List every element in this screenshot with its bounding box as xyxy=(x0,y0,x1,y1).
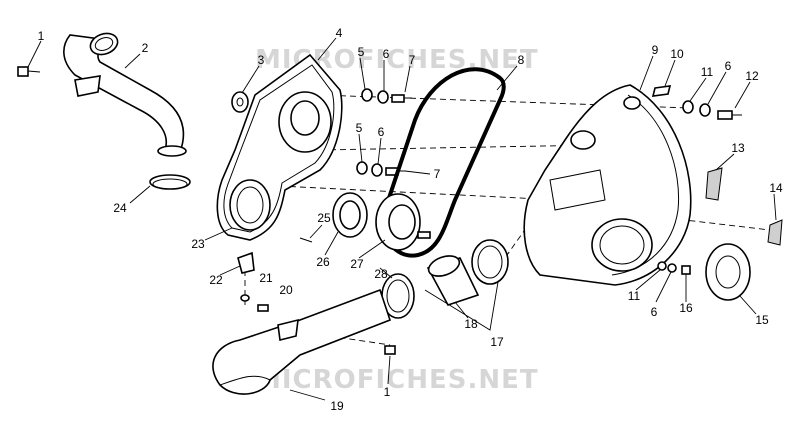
callout-5-lower: 5 xyxy=(356,121,363,135)
decal-part-10 xyxy=(651,85,672,97)
callout-21: 21 xyxy=(259,271,273,285)
bolt-part-20 xyxy=(257,304,269,312)
callout-28: 28 xyxy=(374,267,388,281)
clamp-part-17 xyxy=(471,239,509,285)
callout-labels: 1 2 3 4 5 6 7 8 9 10 11 6 12 5 6 7 13 14… xyxy=(38,26,783,413)
callout-16: 16 xyxy=(679,301,693,315)
callout-18: 18 xyxy=(464,317,478,331)
callout-14: 14 xyxy=(769,181,783,195)
callout-15: 15 xyxy=(755,313,769,327)
watermark-bottom: MICROFICHES.NET xyxy=(255,365,539,395)
callout-2: 2 xyxy=(142,41,149,55)
callout-26: 26 xyxy=(316,255,330,269)
callout-9: 9 xyxy=(652,43,659,57)
sleeve-part-18 xyxy=(426,255,480,306)
screw-part-25 xyxy=(299,237,313,243)
clamp-part-24 xyxy=(149,174,191,190)
washer-part-3 xyxy=(231,91,249,113)
callout-10: 10 xyxy=(670,47,684,61)
exhaust-duct-part-19 xyxy=(212,288,391,395)
callout-20: 20 xyxy=(279,283,293,297)
callout-1-top: 1 xyxy=(38,29,45,43)
callout-17: 17 xyxy=(490,335,504,349)
callout-6-top-right: 6 xyxy=(725,59,732,73)
inner-cover-part-4 xyxy=(216,53,343,241)
callout-11-upper: 11 xyxy=(701,65,714,79)
callout-27: 27 xyxy=(350,257,364,271)
nut-part-21 xyxy=(240,294,250,302)
callout-5-upper: 5 xyxy=(358,45,365,59)
bracket-part-22 xyxy=(237,251,255,274)
callout-7-lower: 7 xyxy=(434,167,441,181)
callout-24: 24 xyxy=(113,201,127,215)
callout-8: 8 xyxy=(518,53,525,67)
gasket-part-15 xyxy=(705,243,751,301)
callout-11-lower: 11 xyxy=(628,289,641,303)
bearing-plate-part-27 xyxy=(375,193,431,251)
hardware-top-right xyxy=(682,100,742,120)
hardware-row-lower xyxy=(356,161,406,177)
callout-25: 25 xyxy=(317,211,331,225)
seal-part-26 xyxy=(332,192,368,238)
callout-6-lower: 6 xyxy=(378,125,385,139)
decal-part-13 xyxy=(705,167,723,201)
callout-19: 19 xyxy=(330,399,344,413)
callout-23: 23 xyxy=(191,237,205,251)
callout-7-upper: 7 xyxy=(409,53,416,67)
callout-1-bottom: 1 xyxy=(384,385,391,399)
callout-6-upper: 6 xyxy=(383,47,390,61)
callout-22: 22 xyxy=(209,273,223,287)
callout-6-lower-right: 6 xyxy=(651,305,658,319)
decal-part-14 xyxy=(767,219,783,246)
callout-3: 3 xyxy=(258,53,265,67)
bolt-part-1-top xyxy=(17,66,41,77)
callout-4: 4 xyxy=(336,26,343,40)
intake-duct-part-2 xyxy=(63,32,187,157)
hardware-row-upper xyxy=(361,88,412,104)
hardware-lower-right xyxy=(657,261,691,275)
drive-belt-part-8 xyxy=(381,67,506,258)
callout-13: 13 xyxy=(731,141,745,155)
callout-12: 12 xyxy=(745,69,759,83)
outer-cover-part-9 xyxy=(523,84,692,286)
bolt-part-1-bottom xyxy=(384,345,396,355)
leader-lines xyxy=(27,37,777,401)
